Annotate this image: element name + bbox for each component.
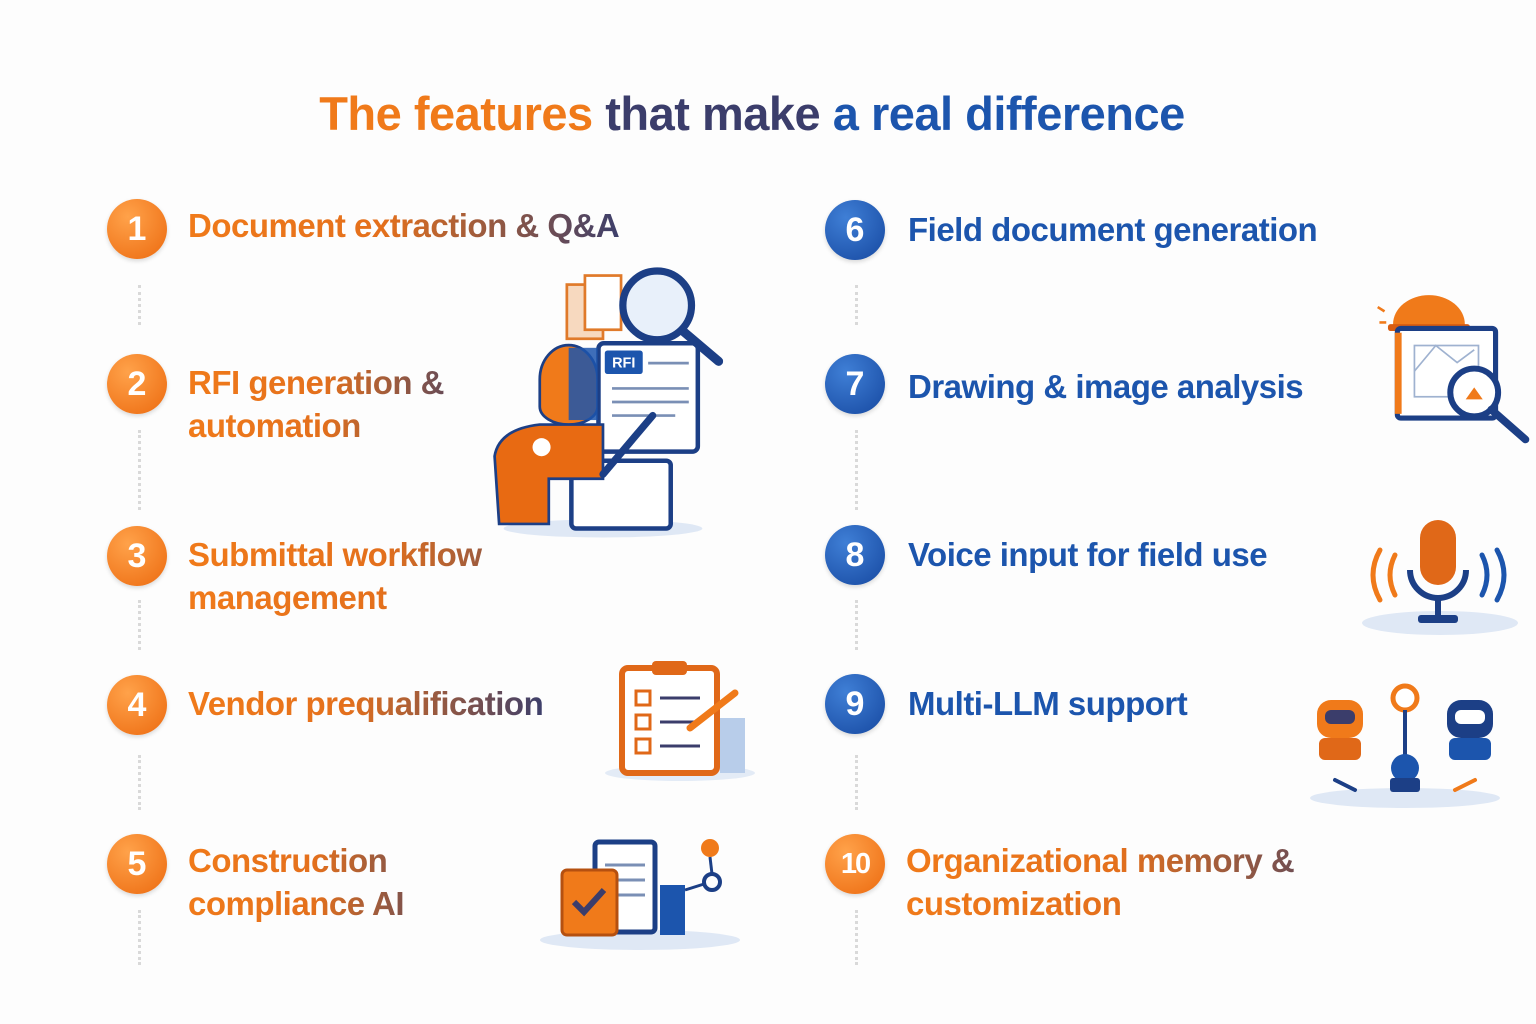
feature-item-7: 7 Drawing & image analysis [825, 354, 1304, 414]
microphone-icon [1362, 520, 1518, 635]
connector-dots [855, 430, 858, 510]
feature-item-2: 2 RFI generation & automation [107, 354, 488, 447]
feature-number-badge: 10 [825, 834, 885, 894]
connector-dots [138, 430, 141, 510]
feature-item-5: 5 Construction compliance AI [107, 834, 468, 925]
feature-number-badge: 9 [825, 674, 885, 734]
connector-dots [855, 600, 858, 650]
feature-label: Voice input for field use [908, 536, 1268, 573]
feature-item-4: 4 Vendor prequalification [107, 675, 544, 735]
feature-item-1: 1 Document extraction & Q&A [107, 199, 620, 259]
title-part-2: that make [605, 87, 821, 140]
feature-label: RFI generation & automation [188, 361, 488, 447]
feature-item-9: 9 Multi-LLM support [825, 674, 1188, 734]
magnifier-icon [619, 267, 696, 344]
connector-dots [855, 755, 858, 810]
drawing-analysis-icon [1377, 295, 1530, 444]
feature-label: Construction compliance AI [188, 839, 468, 925]
connector-dots [138, 910, 141, 965]
feature-label: Field document generation [908, 211, 1318, 248]
feature-label: Drawing & image analysis [908, 368, 1304, 405]
connector-dots [855, 910, 858, 965]
feature-item-8: 8 Voice input for field use [825, 525, 1268, 585]
connector-dots [855, 285, 858, 325]
robot-rfi-illustration: RFI [493, 267, 724, 538]
connector-dots [138, 285, 141, 325]
feature-label: Organizational memory & customization [906, 839, 1376, 925]
feature-label: Vendor prequalification [188, 682, 544, 725]
feature-number-badge: 1 [107, 199, 167, 259]
multi-llm-robots-icon [1310, 683, 1500, 808]
feature-number-badge: 7 [825, 354, 885, 414]
feature-number-badge: 6 [825, 200, 885, 260]
feature-item-10: 10 Organizational memory & customization [825, 834, 1376, 925]
clipboard-checklist-icon [605, 661, 755, 781]
title-part-3: a real difference [832, 87, 1186, 140]
feature-number-badge: 5 [107, 834, 167, 894]
compliance-documents-icon [540, 839, 740, 950]
feature-label: Multi-LLM support [908, 685, 1188, 722]
feature-item-3: 3 Submittal workflow management [107, 526, 618, 619]
feature-label: Submittal workflow management [188, 533, 618, 619]
connector-dots [138, 600, 141, 650]
rfi-badge: RFI [612, 356, 635, 372]
feature-number-badge: 3 [107, 526, 167, 586]
title-part-1: The features [319, 87, 593, 140]
feature-item-6: 6 Field document generation [825, 200, 1318, 260]
feature-label: Document extraction & Q&A [188, 204, 620, 247]
page-title: The features that make a real difference [0, 86, 1504, 141]
connector-dots [138, 755, 141, 810]
feature-number-badge: 4 [107, 675, 167, 735]
feature-number-badge: 2 [107, 354, 167, 414]
feature-number-badge: 8 [825, 525, 885, 585]
